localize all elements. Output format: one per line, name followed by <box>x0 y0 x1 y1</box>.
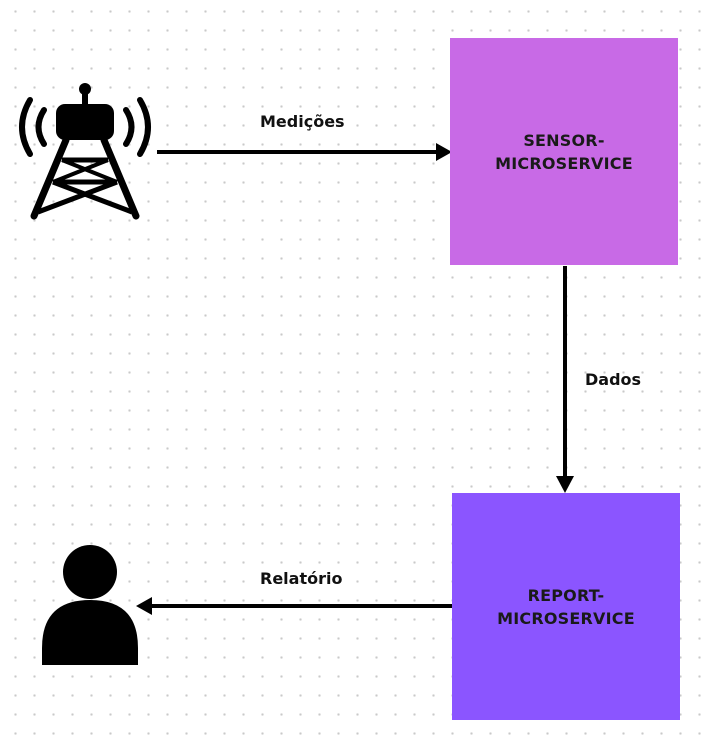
edge-label-dados: Dados <box>585 370 642 389</box>
arrow-relatorio <box>136 597 452 615</box>
report-microservice-label: REPORT-MICROSERVICE <box>497 585 635 628</box>
arrow-dados <box>556 266 574 493</box>
edge-label-medicoes: Medições <box>260 112 345 131</box>
sensor-microservice-label: SENSOR-MICROSERVICE <box>495 130 633 173</box>
edge-label-relatorio: Relatório <box>260 569 343 588</box>
arrow-medicoes <box>157 143 452 161</box>
report-microservice-node[interactable]: REPORT-MICROSERVICE <box>452 493 680 720</box>
sensor-microservice-node[interactable]: SENSOR-MICROSERVICE <box>450 38 678 265</box>
